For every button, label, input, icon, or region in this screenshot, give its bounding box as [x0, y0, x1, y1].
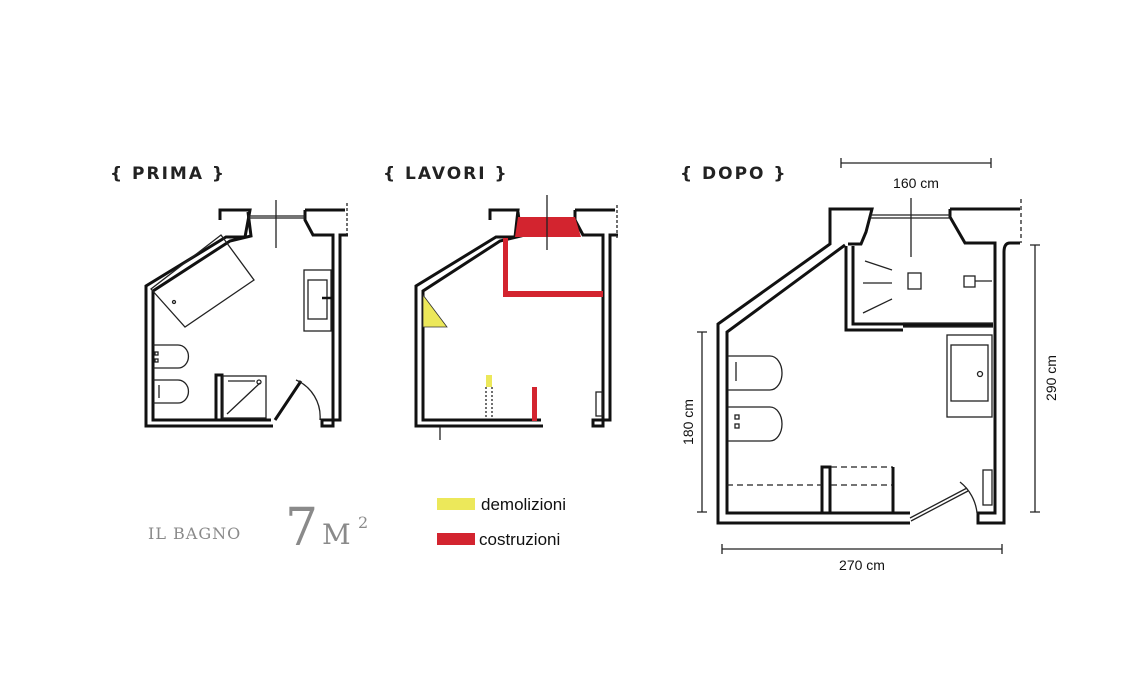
- legend-swatch-demolition: [437, 498, 475, 510]
- new-window-construction: [515, 217, 581, 237]
- plan-dopo: [697, 158, 1040, 554]
- legend-swatch-construction: [437, 533, 475, 545]
- plan-lavori: [414, 195, 618, 440]
- legend-label-demolition: demolizioni: [481, 495, 566, 514]
- demolished-tub-area: [422, 293, 448, 328]
- dimension-bottom: 270 cm: [839, 557, 885, 573]
- title-dopo: { DOPO }: [680, 164, 788, 184]
- title-prima: { PRIMA }: [110, 164, 226, 184]
- legend-label-construction: costruzioni: [479, 530, 560, 549]
- dimension-right: 290 cm: [1043, 355, 1059, 401]
- title-lavori: { LAVORI }: [383, 164, 509, 184]
- dimension-top: 160 cm: [893, 175, 939, 191]
- new-wall-stub: [532, 387, 537, 421]
- dimension-left: 180 cm: [680, 399, 696, 445]
- new-shower-wall-construction: [503, 238, 603, 297]
- plan-prima: [144, 200, 348, 428]
- area-number: 7: [285, 498, 318, 558]
- area-unit: M: [322, 518, 351, 551]
- area-exponent: 2: [358, 513, 368, 532]
- room-name: IL BAGNO: [148, 524, 241, 543]
- demolished-wall-stub: [486, 375, 492, 387]
